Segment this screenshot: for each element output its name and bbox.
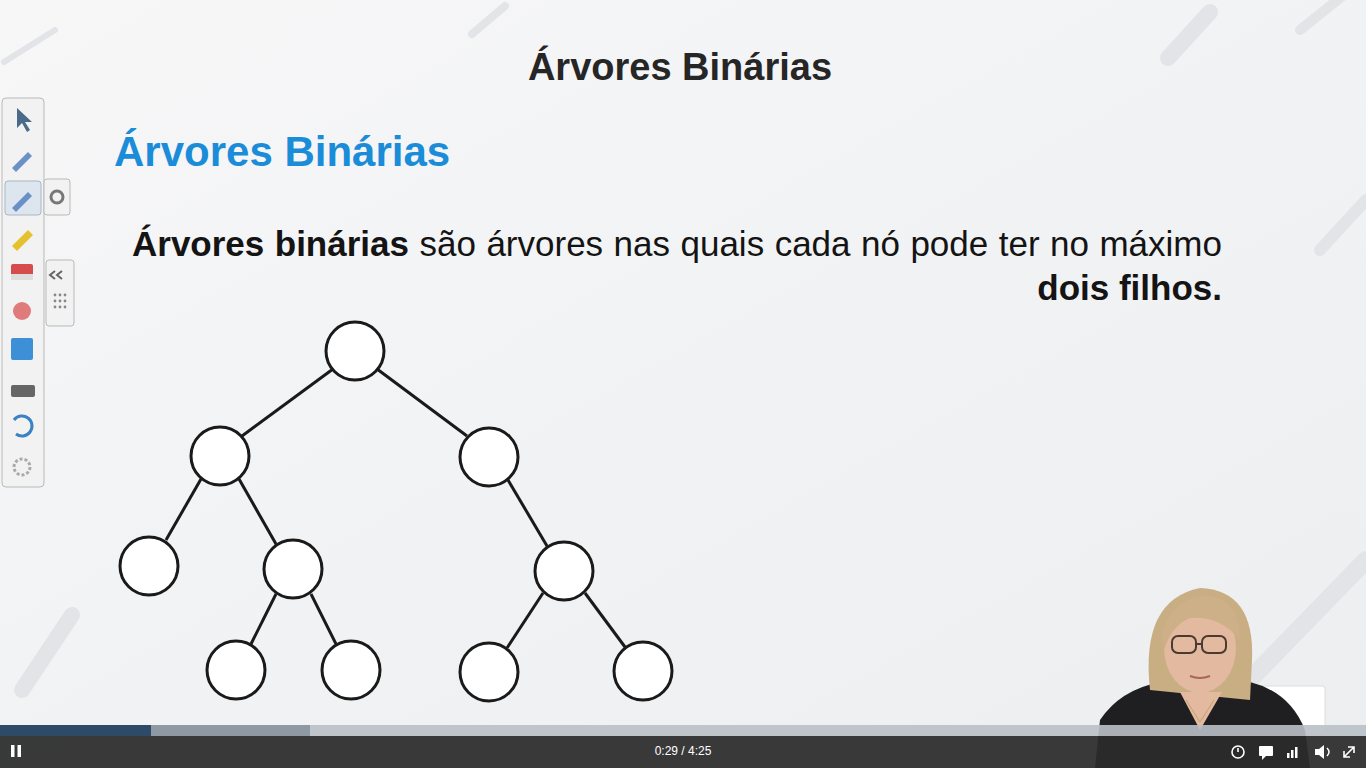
decor-strokes [4,0,1366,700]
time-counter: 0:29 / 4:25 [583,744,783,758]
section-heading: Árvores Binárias [114,128,814,176]
definition-term: dois filhos. [1037,268,1222,307]
slide-title: Árvores Binárias [340,44,1020,90]
video-controls [0,725,1366,768]
definition-paragraph: Árvores binárias são árvores nas quais c… [132,222,1222,310]
binary-tree [120,322,672,701]
annotation-toolbar [2,98,74,487]
definition-term: Árvores binárias [132,224,409,263]
definition-text: são árvores nas quais cada nó pode ter n… [419,224,1222,263]
